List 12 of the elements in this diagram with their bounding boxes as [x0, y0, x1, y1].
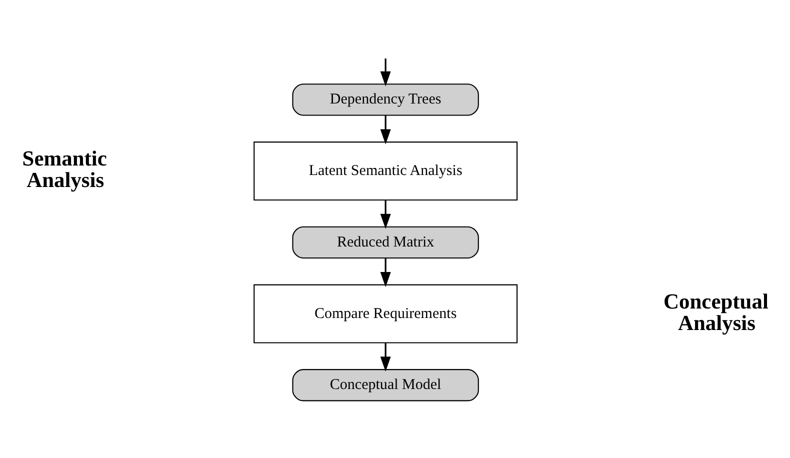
node-box: Latent Semantic Analysis — [253, 142, 518, 201]
arrow — [380, 58, 390, 86]
label: Semantic Analysis — [22, 146, 106, 192]
node-box: Dependency Trees — [292, 84, 478, 116]
arrow — [380, 343, 390, 372]
arrow — [380, 115, 390, 144]
node-box: Reduced Matrix — [292, 226, 478, 259]
arrow — [380, 200, 390, 229]
node-box: Conceptual Model — [292, 369, 478, 402]
arrow — [380, 258, 390, 288]
node-box: Compare Requirements — [253, 284, 518, 344]
label: Conceptual Analysis — [663, 289, 768, 335]
